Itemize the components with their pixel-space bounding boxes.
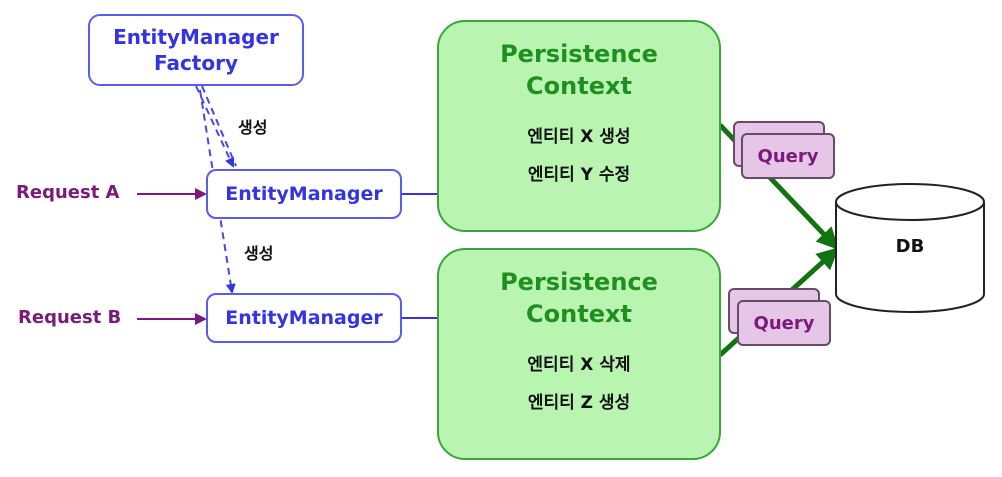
factory-label-line1: EntityManager bbox=[113, 25, 279, 49]
entity-manager-b-label: EntityManager bbox=[225, 307, 383, 329]
query-b-label: Query bbox=[753, 312, 815, 334]
persistence-context-a: Persistence Context 엔티티 X 생성 엔티티 Y 수정 bbox=[437, 20, 721, 232]
create-label-a: 생성 bbox=[238, 118, 268, 137]
entity-manager-a-label: EntityManager bbox=[225, 183, 383, 205]
create-arrow-a bbox=[195, 85, 235, 168]
persistence-context-b: Persistence Context 엔티티 X 삭제 엔티티 Z 생성 bbox=[437, 248, 721, 460]
context-b-entry: 엔티티 Z 생성 bbox=[527, 393, 631, 413]
context-a-title-line1: Persistence bbox=[500, 40, 658, 68]
context-a-entries: 엔티티 X 생성 엔티티 Y 수정 bbox=[527, 126, 630, 186]
create-label-b: 생성 bbox=[244, 244, 274, 263]
query-a-card: Query bbox=[741, 133, 835, 179]
context-a-entry: 엔티티 X 생성 bbox=[527, 127, 631, 147]
context-b-entry: 엔티티 X 삭제 bbox=[527, 355, 631, 375]
factory-label-line2: Factory bbox=[153, 51, 239, 75]
database-cylinder bbox=[835, 183, 985, 313]
entity-manager-b-box: EntityManager bbox=[206, 293, 402, 343]
entity-manager-factory-box: EntityManager Factory bbox=[88, 14, 304, 86]
entity-manager-a-box: EntityManager bbox=[206, 169, 402, 219]
request-b-label: Request B bbox=[18, 307, 122, 328]
context-b-entries: 엔티티 X 삭제 엔티티 Z 생성 bbox=[527, 354, 630, 414]
context-a-entry: 엔티티 Y 수정 bbox=[527, 165, 631, 185]
database-label: DB bbox=[895, 236, 925, 257]
query-b-card: Query bbox=[737, 300, 831, 346]
request-a-label: Request A bbox=[16, 182, 120, 203]
create-arrow-a-2 bbox=[201, 85, 237, 167]
context-a-title-line2: Context bbox=[526, 72, 632, 100]
context-b-title-line2: Context bbox=[526, 300, 632, 328]
query-a-label: Query bbox=[757, 145, 819, 167]
context-b-title-line1: Persistence bbox=[500, 268, 658, 296]
